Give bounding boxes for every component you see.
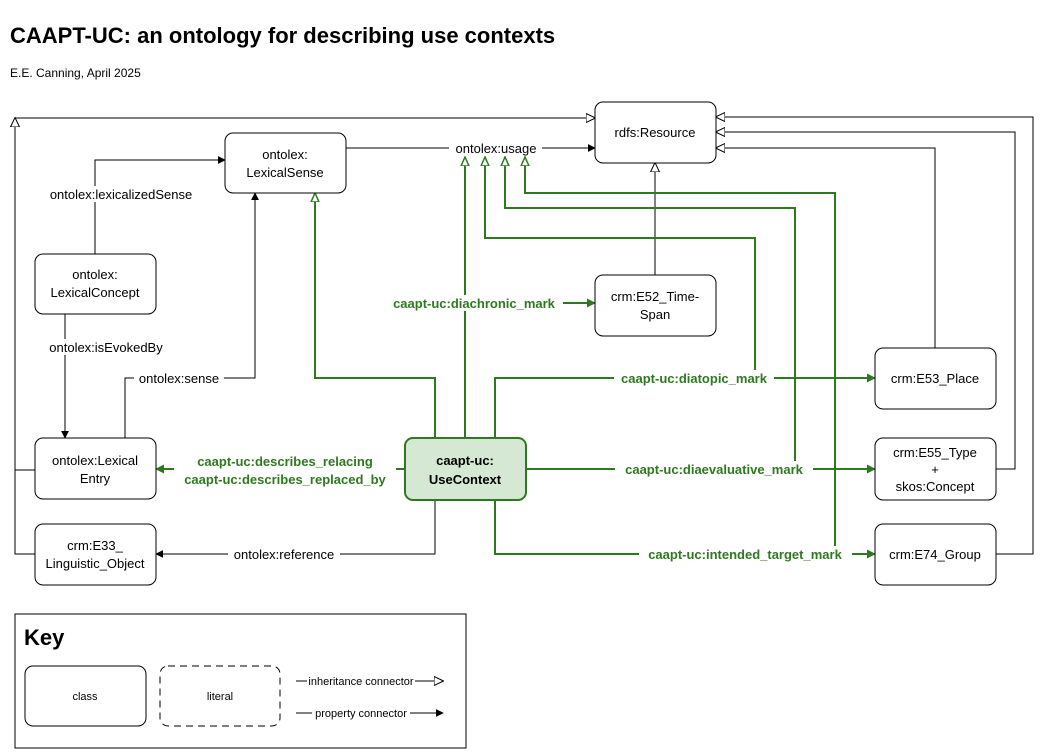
svg-text:Span: Span xyxy=(640,307,670,322)
node-time-span[interactable]: crm:E52_Time- Span xyxy=(594,274,717,337)
page-title: CAAPT-UC: an ontology for describing use… xyxy=(10,23,555,48)
svg-text:ontolex:: ontolex: xyxy=(72,267,118,282)
node-lexical-concept[interactable]: ontolex: LexicalConcept xyxy=(34,253,157,315)
key-class-box xyxy=(24,665,147,727)
key-class-label: class xyxy=(72,691,98,703)
svg-text:crm:E52_Time-: crm:E52_Time- xyxy=(611,289,699,304)
label-intended-target-mark: caapt-uc:intended_target_mark xyxy=(648,547,842,562)
svg-text:rdfs:Resource: rdfs:Resource xyxy=(615,125,696,140)
node-linguistic-object[interactable]: crm:E33_ Linguistic_Object xyxy=(34,523,157,586)
key-literal-box xyxy=(159,665,281,727)
page-subtitle: E.E. Canning, April 2025 xyxy=(10,66,141,80)
edge-diaevaluative-usage-link xyxy=(505,157,796,469)
svg-text:UseContext: UseContext xyxy=(429,472,502,487)
node-group[interactable]: crm:E74_Group xyxy=(874,523,997,586)
svg-text:Linguistic_Object: Linguistic_Object xyxy=(46,556,145,571)
svg-text:caapt-uc:: caapt-uc: xyxy=(436,453,494,468)
edge-intended-target-usage-link xyxy=(525,157,836,554)
node-type-concept[interactable]: crm:E55_Type + skos:Concept xyxy=(874,437,997,501)
label-diachronic-mark: caapt-uc:diachronic_mark xyxy=(393,296,556,311)
label-lexicalized-sense: ontolex:lexicalizedSense xyxy=(50,187,192,202)
edge-diatopic-mark xyxy=(494,373,876,438)
svg-text:ontolex:Lexical: ontolex:Lexical xyxy=(52,453,138,468)
svg-text:crm:E55_Type: crm:E55_Type xyxy=(893,445,977,460)
key-property-label: property connector xyxy=(315,708,407,720)
svg-text:+: + xyxy=(931,462,939,477)
svg-text:crm:E33_: crm:E33_ xyxy=(67,538,123,553)
svg-text:ontolex:: ontolex: xyxy=(262,147,308,162)
node-place[interactable]: crm:E53_Place xyxy=(874,347,997,410)
edge-linguistic-object-subclass-resource xyxy=(15,118,35,555)
svg-text:LexicalSense: LexicalSense xyxy=(246,165,323,180)
key-inheritance-label: inheritance connector xyxy=(308,676,414,688)
key-title: Key xyxy=(24,625,65,650)
node-lexical-sense[interactable]: ontolex: LexicalSense xyxy=(224,132,347,194)
svg-text:crm:E53_Place: crm:E53_Place xyxy=(891,371,979,386)
edge-place-subclass-resource xyxy=(716,148,936,348)
node-rdfs-resource[interactable]: rdfs:Resource xyxy=(594,101,717,164)
svg-text:Entry: Entry xyxy=(80,471,111,486)
label-is-evoked-by: ontolex:isEvokedBy xyxy=(49,340,163,355)
label-diatopic-mark: caapt-uc:diatopic_mark xyxy=(621,371,768,386)
label-describes-relacing: caapt-uc:describes_relacing xyxy=(197,454,373,469)
svg-text:crm:E74_Group: crm:E74_Group xyxy=(889,547,981,562)
label-usage: ontolex:usage xyxy=(456,141,537,156)
edge-usecontext-subclass-lexicalsense xyxy=(315,193,436,438)
key-literal-label: literal xyxy=(207,691,233,703)
label-describes-replaced-by: caapt-uc:describes_replaced_by xyxy=(184,472,386,487)
node-lexical-entry[interactable]: ontolex:Lexical Entry xyxy=(34,437,157,500)
edge-labels: ontolex:usage ontolex:lexicalizedSense o… xyxy=(41,141,852,562)
edge-intended-target-mark xyxy=(494,500,876,559)
node-use-context[interactable]: caapt-uc: UseContext xyxy=(404,437,527,501)
edge-reference xyxy=(155,500,436,558)
edge-type-subclass-resource xyxy=(716,132,1016,470)
svg-text:LexicalConcept: LexicalConcept xyxy=(51,285,140,300)
svg-text:skos:Concept: skos:Concept xyxy=(896,479,975,494)
label-sense: ontolex:sense xyxy=(139,371,219,386)
edge-sense xyxy=(124,192,259,438)
label-diaevaluative-mark: caapt-uc:diaevaluative_mark xyxy=(625,462,804,477)
key-panel: Key class literal inheritance connector … xyxy=(14,613,467,749)
edge-group-subclass-resource xyxy=(716,117,1034,555)
label-reference: ontolex:reference xyxy=(234,547,334,562)
edge-diatopic-usage-link xyxy=(485,157,756,378)
edge-lexicalized-sense xyxy=(94,156,226,254)
